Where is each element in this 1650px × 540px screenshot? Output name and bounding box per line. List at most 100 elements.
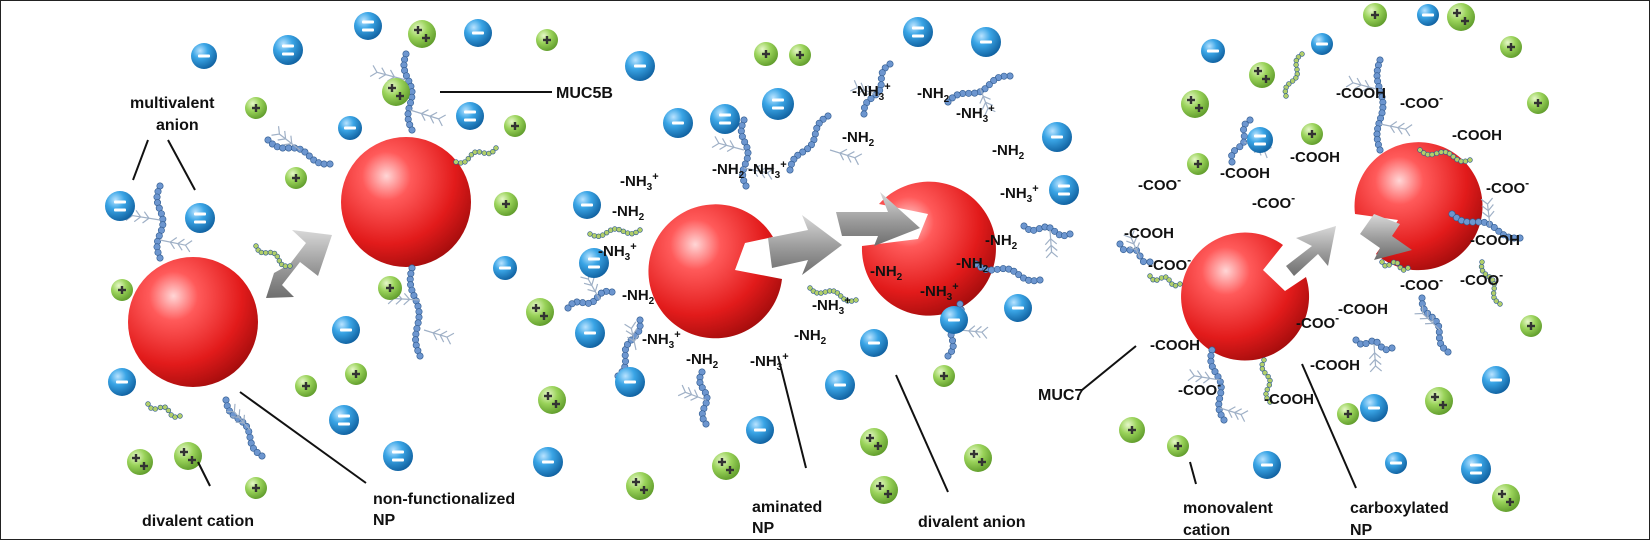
amine-group: -NH2: [712, 161, 745, 181]
svg-text:-NH2: -NH2: [992, 142, 1025, 162]
mucin-strand: [406, 264, 424, 360]
ammonium-group: -NH3+: [750, 351, 789, 373]
svg-text:aminated: aminated: [752, 499, 822, 516]
svg-text:-COOH: -COOH: [1290, 149, 1340, 166]
glycan-branch: [1368, 343, 1383, 373]
mucin-strand: [696, 368, 711, 428]
divalent-cation-label: divalent cation: [142, 513, 254, 530]
anion-icon: [1042, 122, 1072, 152]
amine-group: -NH2: [612, 203, 645, 223]
glycan-branch: [1345, 75, 1381, 92]
cation-icon: [712, 452, 740, 480]
amine-group: -NH2: [622, 287, 655, 307]
anion-icon: [615, 367, 645, 397]
cation-icon: [345, 363, 367, 385]
anion-icon: [493, 256, 517, 280]
svg-text:-COO-: -COO-: [1148, 253, 1191, 274]
svg-text:-NH3+: -NH3+: [750, 351, 789, 373]
glycan-branch: [1414, 305, 1441, 331]
np-carboxylated-2: [1354, 142, 1483, 271]
amine-group: -NH2: [917, 85, 950, 105]
svg-text:-COO-: -COO-: [1252, 191, 1295, 212]
carboxyl-group: -COOH: [1290, 149, 1340, 166]
cation-icon: [1363, 3, 1387, 27]
glycan-branch: [624, 321, 640, 351]
carboxylate-group: -COO-: [1400, 91, 1443, 112]
functional-groups: -NH2 -NH3+ -NH2 -NH3+ -NH2 -NH3+ -NH2 -N…: [598, 81, 1529, 408]
mucin-strand: [1228, 116, 1254, 166]
cation-icon: [1249, 62, 1275, 88]
glycan-branch: [159, 237, 193, 253]
svg-text:anion: anion: [156, 117, 199, 134]
anion-icon: [1311, 33, 1333, 55]
svg-text:-NH3+: -NH3+: [598, 241, 637, 263]
mucin-strand: [786, 112, 832, 174]
ions: [105, 3, 1549, 512]
glycan-branch: [850, 80, 881, 97]
mucin-strand: [1418, 294, 1452, 356]
anion-icon: [625, 51, 655, 81]
anion-icon: [332, 316, 360, 344]
mucin-chains: [125, 50, 1524, 460]
mucin-strand: [153, 182, 167, 262]
glycan-branch: [1219, 406, 1249, 422]
ammonium-group: -NH3+: [1000, 183, 1039, 205]
anion-icon: [1004, 294, 1032, 322]
cation-icon: [1301, 123, 1323, 145]
carboxyl-group: -COOH: [1310, 357, 1360, 374]
anion-icon: [1385, 452, 1407, 474]
cation-icon: [526, 298, 554, 326]
svg-text:-COO-: -COO-: [1400, 91, 1443, 112]
svg-text:-COOH: -COOH: [1470, 232, 1520, 249]
anion-icon: [573, 191, 601, 219]
muc7-label: MUC7: [1038, 387, 1083, 404]
mucin-strand: [1417, 147, 1473, 164]
arrow-left-icon-2: [1360, 214, 1412, 260]
svg-text:-NH3+: -NH3+: [956, 103, 995, 125]
mucin-strand: [737, 116, 752, 190]
np-carboxylated-1: [1181, 232, 1310, 361]
anion-icon: [1461, 454, 1491, 484]
anion-icon: [940, 306, 968, 334]
amine-group: -NH2: [985, 232, 1018, 252]
svg-text:-NH2: -NH2: [985, 232, 1018, 252]
carboxyl-group: -COOH: [1220, 165, 1270, 182]
svg-text:-COO-: -COO-: [1486, 176, 1529, 197]
mucin-strand: [1147, 273, 1183, 289]
divalent-anion-label: divalent anion: [918, 514, 1026, 531]
mucin-strand: [1448, 210, 1524, 242]
carboxyl-group: -COOH: [1338, 301, 1388, 318]
cation-icon: [754, 42, 778, 66]
svg-text:-NH2: -NH2: [794, 327, 827, 347]
carboxylate-group: -COO-: [1252, 191, 1295, 212]
glycan-branch: [1187, 369, 1221, 384]
svg-text:-NH2: -NH2: [956, 255, 989, 275]
anion-icon: [456, 102, 484, 130]
mucin-strand: [587, 226, 643, 240]
carboxylate-group: -COO-: [1138, 173, 1181, 194]
svg-text:-COOH: -COOH: [1124, 225, 1174, 242]
mucin-strand: [1259, 357, 1273, 405]
ammonium-group: -NH3+: [620, 171, 659, 193]
glycan-branch: [711, 136, 745, 152]
carboxylate-group: -COO-: [1460, 268, 1503, 289]
svg-text:-COO-: -COO-: [1460, 268, 1503, 289]
aminated-np-label: aminated NP: [752, 499, 822, 537]
svg-text:-COOH: -COOH: [1310, 357, 1360, 374]
anion-icon: [464, 19, 492, 47]
anion-icon: [663, 108, 693, 138]
arrow-right-icon-2: [1286, 226, 1336, 276]
anion-icon: [533, 447, 563, 477]
mucin-strand: [1282, 51, 1305, 99]
carboxyl-group: -COOH: [1336, 85, 1386, 102]
ammonium-group: -NH3+: [598, 241, 637, 263]
cation-icon: [111, 279, 133, 301]
cation-icon: [127, 449, 153, 475]
anion-icon: [354, 12, 382, 40]
ammonium-group: -NH3+: [748, 159, 787, 181]
anion-icon: [273, 35, 303, 65]
svg-text:-COOH: -COOH: [1264, 391, 1314, 408]
mucin-strand: [972, 260, 1044, 285]
mucin-strand: [807, 285, 859, 304]
